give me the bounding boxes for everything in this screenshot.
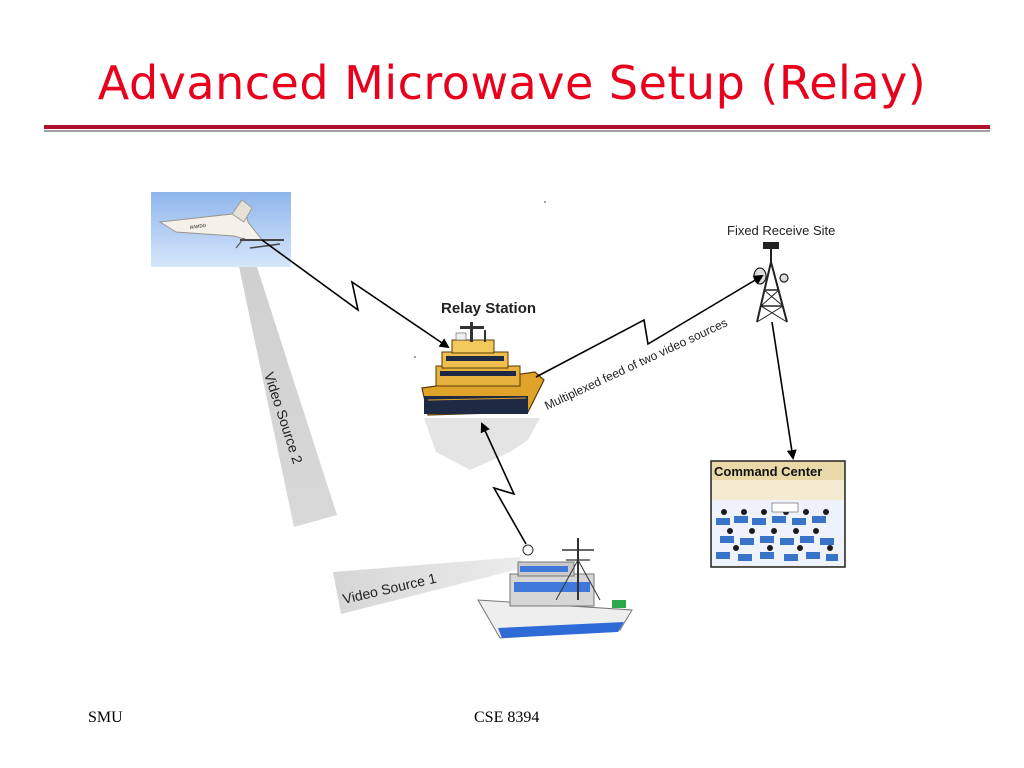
footer-left: SMU — [88, 709, 123, 726]
slide-title: Advanced Microwave Setup (Relay) — [97, 56, 927, 110]
antenna-tower-icon — [753, 242, 789, 323]
footer-center: CSE 8394 — [474, 709, 540, 726]
relay-to-receive-link — [535, 274, 764, 378]
relay-ship-icon — [421, 322, 545, 470]
title-underline-shadow — [44, 130, 990, 132]
video-source-1-beam — [333, 557, 523, 614]
aircraft-icon: ᴎᴧᴎᴅᴏ — [151, 192, 291, 267]
title-underline — [44, 125, 990, 129]
receive-to-command-link — [771, 321, 797, 460]
source-ship-to-relay-link — [480, 422, 527, 545]
source-ship-icon — [477, 538, 633, 639]
command-center-icon — [710, 460, 846, 568]
command-center-label: Command Center — [714, 464, 822, 479]
relay-station-label: Relay Station — [441, 300, 536, 317]
aircraft-to-relay-link — [261, 239, 450, 349]
multiplexed-feed-label: Multiplexed feed of two video sources — [542, 315, 729, 412]
fixed-receive-label: Fixed Receive Site — [727, 223, 835, 238]
video-source-2-beam — [233, 236, 337, 527]
svg-text:ᴎᴧᴎᴅᴏ: ᴎᴧᴎᴅᴏ — [189, 223, 207, 231]
